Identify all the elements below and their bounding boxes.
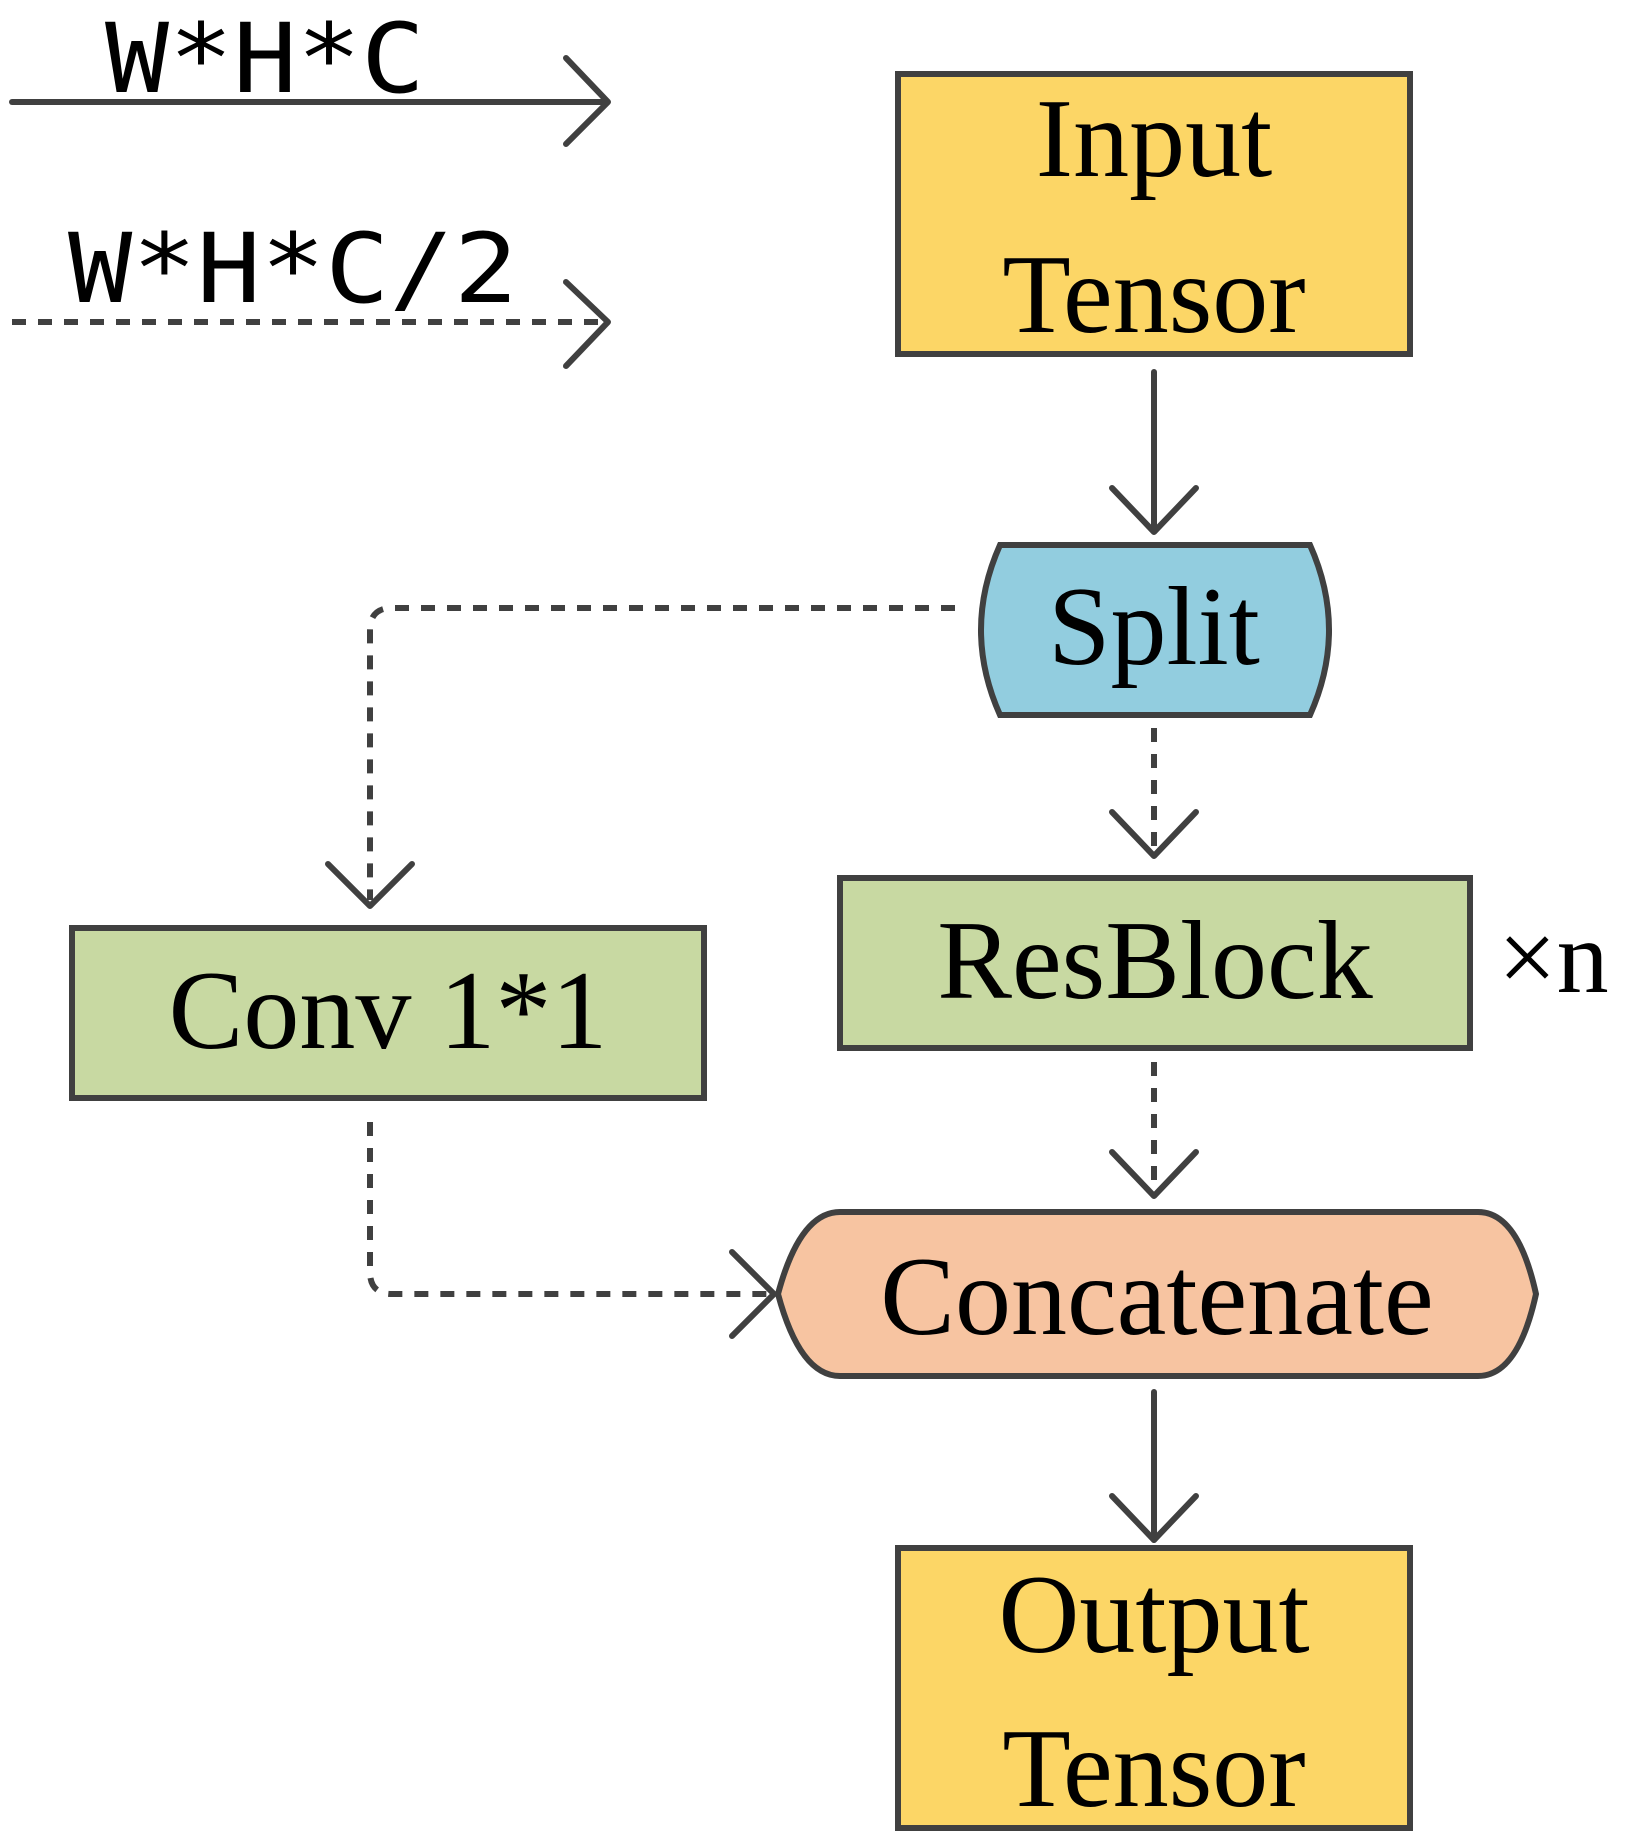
output-tensor-label-line2: Tensor xyxy=(1002,1707,1305,1831)
arrowhead-conv xyxy=(325,861,415,909)
node-conv: Conv 1*1 xyxy=(69,925,707,1101)
split-shape xyxy=(978,542,1332,718)
concatenate-label: Concatenate xyxy=(880,1235,1434,1359)
arrowhead-split xyxy=(1109,485,1199,535)
resblock-box xyxy=(837,875,1473,1051)
split-label: Split xyxy=(1048,565,1260,689)
arrowhead-concat-top xyxy=(1109,1149,1199,1199)
legend-solid-arrowhead xyxy=(563,55,611,147)
edge-conv-to-concat xyxy=(367,1122,770,1297)
resblock-label: ResBlock xyxy=(937,899,1373,1023)
edges xyxy=(325,369,1199,1543)
legend-dashed-label: W*H*C/2 xyxy=(68,213,518,325)
node-concatenate: Concatenate xyxy=(774,1209,1540,1379)
node-input-tensor: Input Tensor xyxy=(895,71,1413,357)
input-tensor-box xyxy=(895,71,1413,357)
node-split: Split xyxy=(978,542,1332,718)
legend-dashed-arrowhead xyxy=(563,279,611,369)
node-output-tensor: Output Tensor xyxy=(895,1545,1413,1831)
arrowhead-output xyxy=(1109,1493,1199,1543)
legend-solid-label: W*H*C xyxy=(105,3,425,115)
resblock-multiplier: ×n xyxy=(1498,900,1609,1015)
arrowhead-concat-left xyxy=(729,1249,777,1339)
input-tensor-label-line2: Tensor xyxy=(1002,233,1305,357)
edge-split-to-conv xyxy=(367,605,955,900)
output-tensor-box xyxy=(895,1545,1413,1831)
output-tensor-label-line1: Output xyxy=(998,1553,1309,1677)
concatenate-shape xyxy=(774,1209,1540,1379)
conv-label: Conv 1*1 xyxy=(169,949,608,1073)
conv-box xyxy=(69,925,707,1101)
arrowhead-resblock xyxy=(1109,809,1199,859)
input-tensor-label-line1: Input xyxy=(1036,77,1272,201)
legend: W*H*C W*H*C/2 xyxy=(9,3,611,369)
node-resblock: ResBlock ×n xyxy=(837,875,1609,1051)
